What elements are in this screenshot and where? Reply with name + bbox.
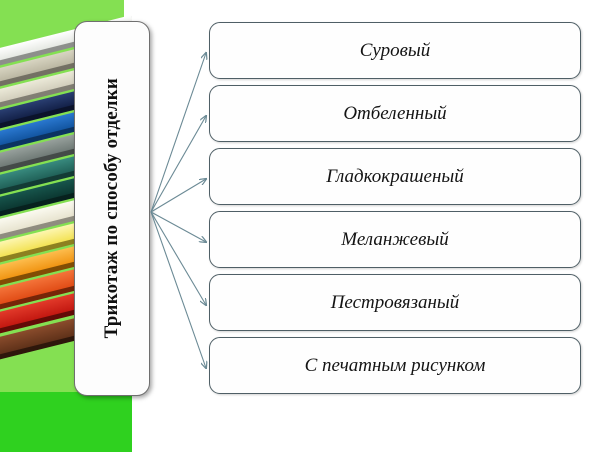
- item-node-label: Отбеленный: [343, 102, 447, 124]
- connector-line: [150, 179, 206, 213]
- connector-line: [150, 211, 206, 368]
- item-node[interactable]: Гладкокрашеный: [209, 148, 581, 205]
- item-node-label: Меланжевый: [341, 228, 449, 250]
- root-node[interactable]: Трикотаж по способу отделки: [74, 21, 150, 396]
- item-node-label: Суровый: [359, 39, 431, 61]
- green-backdrop-bottom: [0, 392, 132, 452]
- item-node-label: Гладкокрашеный: [326, 165, 464, 187]
- connector-line: [150, 211, 206, 242]
- connector-line: [150, 116, 206, 213]
- item-node[interactable]: Суровый: [209, 22, 581, 79]
- root-node-label: Трикотаж по способу отделки: [101, 78, 122, 339]
- connector-line: [150, 53, 206, 213]
- item-node[interactable]: Отбеленный: [209, 85, 581, 142]
- item-node[interactable]: С печатным рисунком: [209, 337, 581, 394]
- item-node[interactable]: Пестровязаный: [209, 274, 581, 331]
- connector-line: [150, 211, 206, 305]
- item-node-label: С печатным рисунком: [304, 354, 486, 376]
- item-node-label: Пестровязаный: [330, 291, 460, 313]
- item-node[interactable]: Меланжевый: [209, 211, 581, 268]
